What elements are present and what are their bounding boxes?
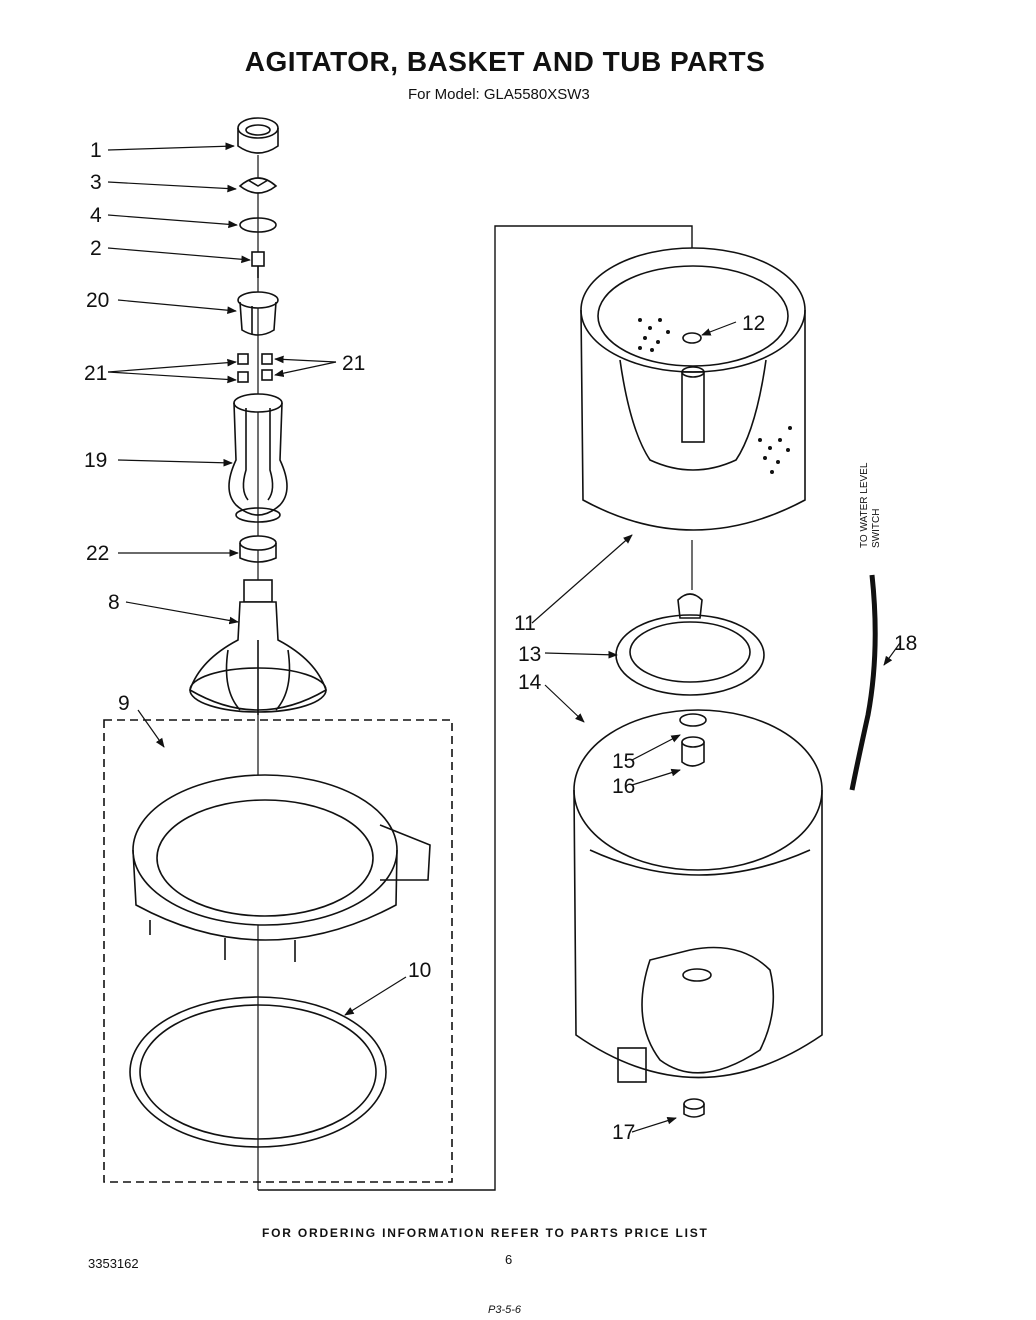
- page-title: AGITATOR, BASKET AND TUB PARTS: [244, 46, 766, 77]
- part-9-kit-box: [103, 719, 453, 1183]
- part-22-bearing: [239, 535, 277, 563]
- part-9-ring-assembly: [132, 774, 431, 962]
- part-2-screw: [251, 251, 265, 278]
- part-3-seal: [238, 177, 278, 194]
- part-16-bushing: [681, 736, 705, 767]
- part-12-nut: [682, 332, 702, 344]
- ordering-footer-note: FOR ORDERING INFORMATION REFER TO PARTS …: [262, 1226, 709, 1240]
- part-13-drive-plate: [615, 593, 765, 696]
- model-subtitle: For Model: GLA5580XSW3: [408, 86, 590, 103]
- callout-15: 15: [612, 750, 635, 773]
- callout-17: 17: [612, 1121, 635, 1144]
- water-level-switch-label: TO WATER LEVEL SWITCH: [859, 462, 882, 548]
- part-14-tub: [573, 709, 823, 1083]
- part-17-plug: [683, 1098, 705, 1118]
- side-label-line1: TO WATER LEVEL: [859, 462, 870, 548]
- part-19-agitator-barrel: [228, 393, 288, 523]
- leader-arrows: [107, 142, 901, 1133]
- handwritten-note: P3-5-6: [488, 1304, 522, 1316]
- part-18-hose: [849, 574, 878, 791]
- callout-8: 8: [108, 591, 120, 614]
- callout-11: 11: [514, 612, 536, 635]
- callout-12: 12: [742, 312, 765, 335]
- callout-10: 10: [408, 959, 431, 982]
- callout-19: 19: [84, 449, 107, 472]
- callout-4: 4: [90, 204, 102, 227]
- part-15-ring: [679, 713, 707, 727]
- callout-22: 22: [86, 542, 109, 565]
- callout-18: 18: [894, 632, 917, 655]
- callout-9: 9: [118, 692, 130, 715]
- part-20-cam: [237, 291, 279, 336]
- callout-2: 2: [90, 237, 102, 260]
- part-8-agitator-base: [189, 579, 327, 715]
- part-4-ring: [239, 217, 277, 233]
- connector-line: [258, 225, 693, 1191]
- callout-21-right: 21: [342, 352, 365, 375]
- callout-13: 13: [518, 643, 541, 666]
- part-11-basket: [580, 247, 806, 531]
- callout-21-left: 21: [84, 362, 107, 385]
- part-10-gasket: [129, 996, 387, 1148]
- side-label-line2: SWITCH: [871, 509, 882, 548]
- part-agitator-cap: [237, 117, 279, 154]
- page-number: 6: [505, 1252, 513, 1267]
- callout-14: 14: [518, 671, 542, 694]
- callout-16: 16: [612, 775, 635, 798]
- callout-1: 1: [90, 139, 102, 162]
- part-21-dogs: [237, 353, 273, 383]
- callout-20: 20: [86, 289, 109, 312]
- document-number: 3353162: [88, 1256, 139, 1271]
- callout-3: 3: [90, 171, 102, 194]
